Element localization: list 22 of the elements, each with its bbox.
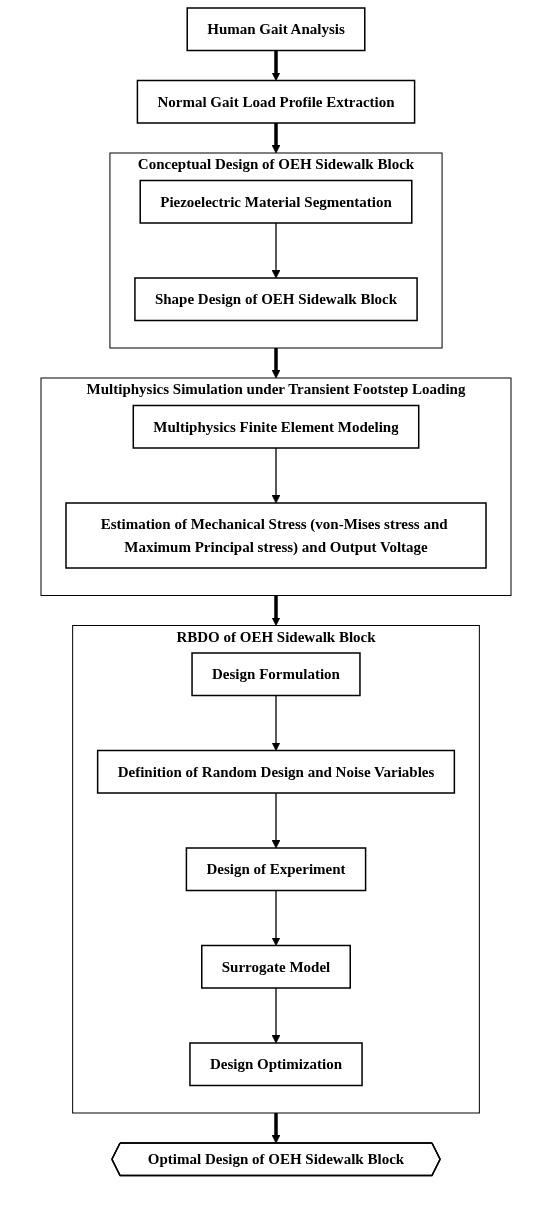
- arrow: [271, 348, 281, 379]
- node-box: Surrogate Model: [201, 944, 351, 989]
- arrow: [271, 447, 281, 504]
- arrow: [271, 792, 281, 849]
- arrow: [271, 694, 281, 751]
- arrow: [271, 222, 281, 279]
- node-box: Normal Gait Load Profile Extraction: [136, 79, 416, 124]
- arrow: [271, 889, 281, 946]
- node-box: Shape Design of OEH Sidewalk Block: [134, 277, 418, 322]
- node-box: Multiphysics Finite Element Modeling: [132, 404, 420, 449]
- node-box: Design Optimization: [189, 1042, 363, 1087]
- arrow: [271, 595, 281, 626]
- arrow: [271, 123, 281, 154]
- arrow: [271, 50, 281, 81]
- node-box: Definition of Random Design and Noise Variables: [96, 749, 456, 794]
- arrow: [271, 987, 281, 1044]
- node-box: Piezoelectric Material Segmentation: [139, 179, 413, 224]
- arrow: [271, 1113, 281, 1144]
- node-box: Estimation of Mechanical Stress (von-Mises stress and Maximum Principal stress) and Output Voltage: [65, 502, 487, 569]
- node-box: Design Formulation: [191, 652, 361, 697]
- node-box: Human Gait Analysis: [186, 7, 366, 52]
- node-box: Design of Experiment: [185, 847, 367, 892]
